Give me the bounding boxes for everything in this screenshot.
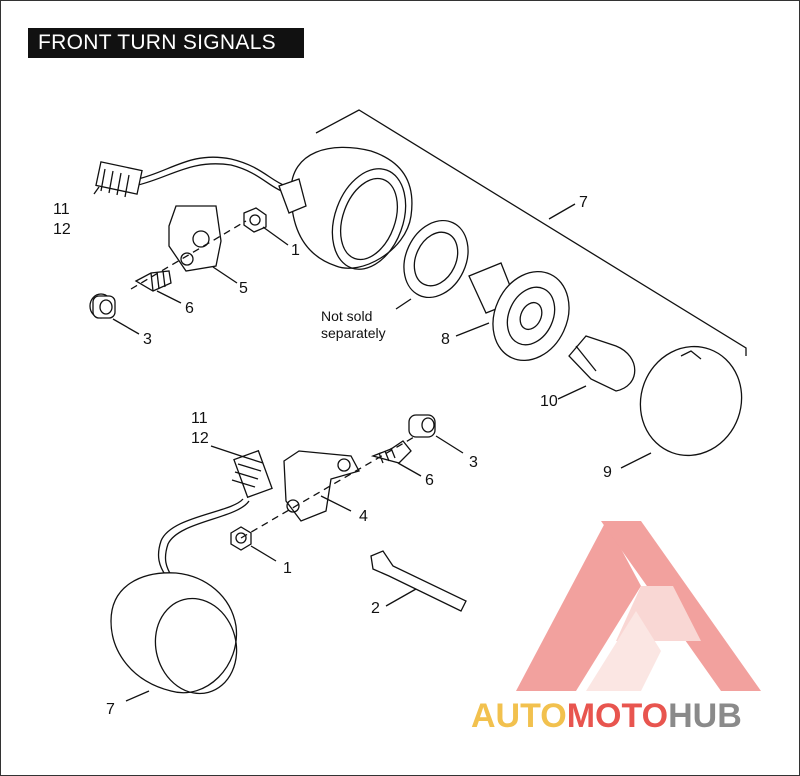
lower-housing bbox=[110, 572, 238, 694]
callout-4: 4 bbox=[359, 508, 368, 525]
callout-9: 9 bbox=[603, 464, 612, 481]
callout-7-lower: 7 bbox=[106, 701, 115, 718]
callout-12-lower: 12 bbox=[191, 430, 209, 447]
note-not-sold-line1: Not sold bbox=[321, 308, 372, 324]
watermark-auto: AUTO bbox=[471, 697, 567, 735]
callout-1-upper: 1 bbox=[291, 242, 300, 259]
callout-11-upper: 11 bbox=[53, 201, 70, 218]
upper-group-bracket bbox=[315, 109, 747, 356]
watermark-moto: MOTO bbox=[567, 697, 668, 735]
callout-6-upper: 6 bbox=[185, 300, 194, 317]
zip-tie bbox=[370, 550, 467, 612]
callout-11-lower: 11 bbox=[191, 410, 208, 427]
callout-10: 10 bbox=[540, 393, 558, 410]
watermark-text: AUTOMOTOHUB bbox=[471, 697, 742, 735]
callout-8: 8 bbox=[441, 331, 450, 348]
lower-connector bbox=[231, 449, 273, 499]
upper-assembly bbox=[89, 109, 747, 469]
callout-2: 2 bbox=[371, 600, 380, 617]
lower-assembly bbox=[110, 414, 467, 702]
callout-5: 5 bbox=[239, 280, 248, 297]
callout-12-upper: 12 bbox=[53, 221, 71, 238]
watermark-hub: HUB bbox=[668, 697, 742, 735]
page-title: FRONT TURN SIGNALS bbox=[28, 28, 304, 58]
note-not-sold-line2: separately bbox=[321, 325, 386, 341]
watermark-logo bbox=[516, 521, 761, 691]
upper-housing bbox=[290, 146, 413, 269]
upper-connector bbox=[95, 161, 143, 198]
callout-6-lower: 6 bbox=[425, 472, 434, 489]
callout-1-lower: 1 bbox=[283, 560, 292, 577]
callout-3-upper: 3 bbox=[143, 331, 152, 348]
callout-3-lower: 3 bbox=[469, 454, 478, 471]
callout-7-upper: 7 bbox=[579, 194, 588, 211]
